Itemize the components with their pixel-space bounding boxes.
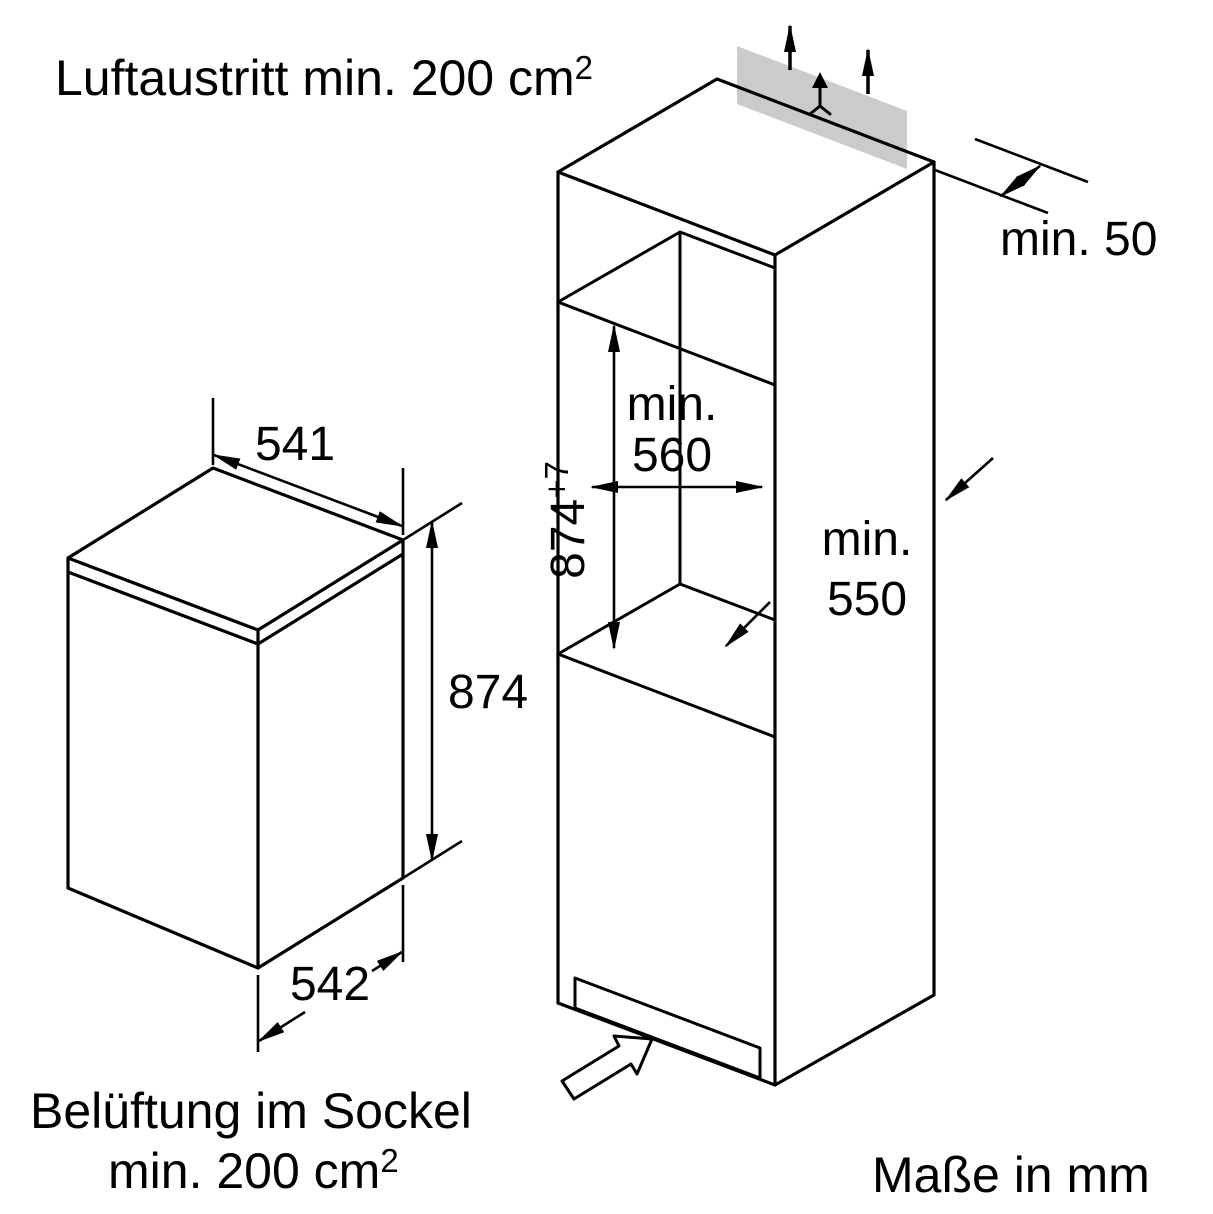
cabinet-outline: [556, 77, 936, 1087]
air-outlet-caption-main: Luftaustritt min. 200 cm: [55, 50, 575, 106]
air-outlet-caption-sup: 2: [575, 49, 593, 86]
air-outlet-icon: [808, 72, 832, 116]
dim-874-label: 874: [448, 666, 528, 719]
dim-874-niche-value: 874: [542, 499, 595, 579]
insert-direction-arrow-icon: [560, 1034, 654, 1101]
air-outlet-icon-strokes: [808, 84, 832, 116]
base-vent-slot: [573, 976, 762, 1080]
dim-541-arrow-line: [212, 453, 404, 528]
dim-542-label: 542: [290, 958, 370, 1011]
cabinet-face-top: [558, 79, 934, 255]
units-caption: Maße in mm: [872, 1147, 1150, 1203]
dim-560-prefix: min.: [627, 378, 718, 431]
air-outlet-icon-head: [812, 72, 828, 88]
top-vent: [784, 24, 874, 116]
dim-874-niche-tolerance: +7: [538, 461, 575, 499]
dim-542-arrow-left: [257, 1010, 306, 1043]
base-vent-caption-line2-sup: 2: [380, 1142, 398, 1179]
dim-min-550: min. 550: [724, 457, 994, 648]
dim-874-appliance: 874: [402, 501, 528, 880]
cabinet-face-side: [775, 162, 934, 1085]
appliance-face-front: [68, 558, 258, 968]
dim-550-label: 550: [827, 573, 907, 626]
cabinet-side-pointer-arrow: [944, 457, 994, 502]
dim-874-niche: 874+7: [538, 324, 620, 650]
dim-542: 542: [256, 885, 405, 1052]
appliance-box: [66, 466, 405, 970]
dim-541-label: 541: [255, 418, 335, 471]
dim-560-label: 560: [632, 429, 712, 482]
dim-541: 541: [211, 398, 405, 535]
dim-min-50: min. 50: [934, 137, 1157, 266]
dim-min-50-label: min. 50: [1000, 213, 1157, 266]
dim-550-prefix: min.: [822, 513, 913, 566]
base-vent-caption-line2: min. 200 cm2: [108, 1142, 399, 1199]
niche-floor-pointer-arrow: [724, 601, 771, 648]
dim-min-50-extension-lines: [934, 137, 1089, 215]
dim-874-niche-label: 874+7: [538, 461, 595, 579]
base-vent-caption-line1: Belüftung im Sockel: [30, 1083, 472, 1139]
base-vent-caption-line2-main: min. 200 cm: [108, 1143, 380, 1199]
air-outlet-caption: Luftaustritt min. 200 cm2: [55, 49, 593, 106]
appliance-face-side: [258, 540, 403, 968]
dim-min-560: min. 560: [590, 378, 764, 493]
dim-min-50-arrow-line: [999, 164, 1042, 198]
dim-542-arrow-right: [371, 950, 404, 973]
